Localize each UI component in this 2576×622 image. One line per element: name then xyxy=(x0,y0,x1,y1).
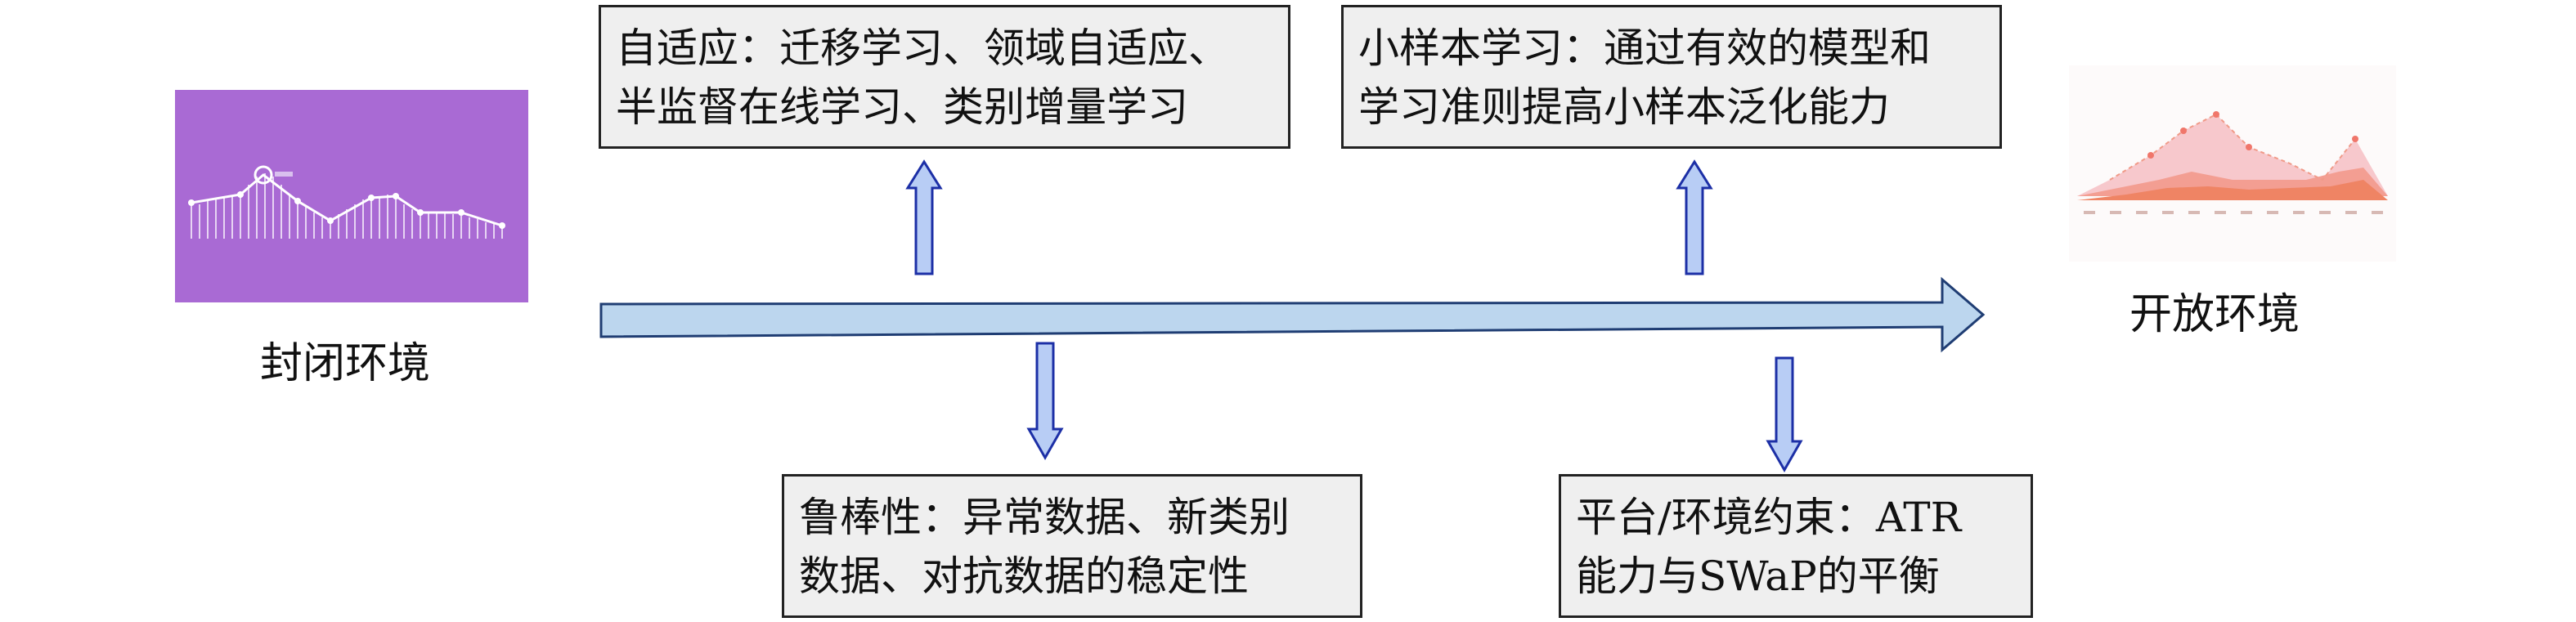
adaptation-line-1: 自适应：迁移学习、领域自适应、 xyxy=(616,25,1229,72)
up-arrow-adaptation xyxy=(905,159,943,275)
adaptation-box: 自适应：迁移学习、领域自适应、 半监督在线学习、类别增量学习 xyxy=(599,5,1290,149)
platform-line-2: 能力与SWaP的平衡 xyxy=(1576,553,1940,600)
few-shot-line-1: 小样本学习：通过有效的模型和 xyxy=(1358,25,1931,72)
main-arrow xyxy=(599,276,1986,353)
few-shot-box: 小样本学习：通过有效的模型和 学习准则提高小样本泛化能力 xyxy=(1341,5,2002,149)
open-environment-image xyxy=(2061,57,2404,270)
down-arrow-robustness xyxy=(1026,342,1064,461)
robustness-line-1: 鲁棒性：异常数据、新类别 xyxy=(799,494,1290,541)
adaptation-line-2: 半监督在线学习、类别增量学习 xyxy=(616,83,1188,131)
robustness-box: 鲁棒性：异常数据、新类别 数据、对抗数据的稳定性 xyxy=(782,474,1362,618)
robustness-line-2: 数据、对抗数据的稳定性 xyxy=(799,553,1249,600)
platform-box: 平台/环境约束：ATR 能力与SWaP的平衡 xyxy=(1559,474,2033,618)
closed-environment-image xyxy=(175,90,528,302)
down-arrow-platform xyxy=(1766,356,1803,473)
open-environment-label: 开放环境 xyxy=(2129,290,2300,339)
closed-environment-label: 封闭环境 xyxy=(260,339,431,388)
platform-line-1: 平台/环境约束：ATR xyxy=(1576,494,1962,541)
few-shot-line-2: 学习准则提高小样本泛化能力 xyxy=(1358,83,1890,131)
up-arrow-few-shot xyxy=(1676,159,1713,275)
